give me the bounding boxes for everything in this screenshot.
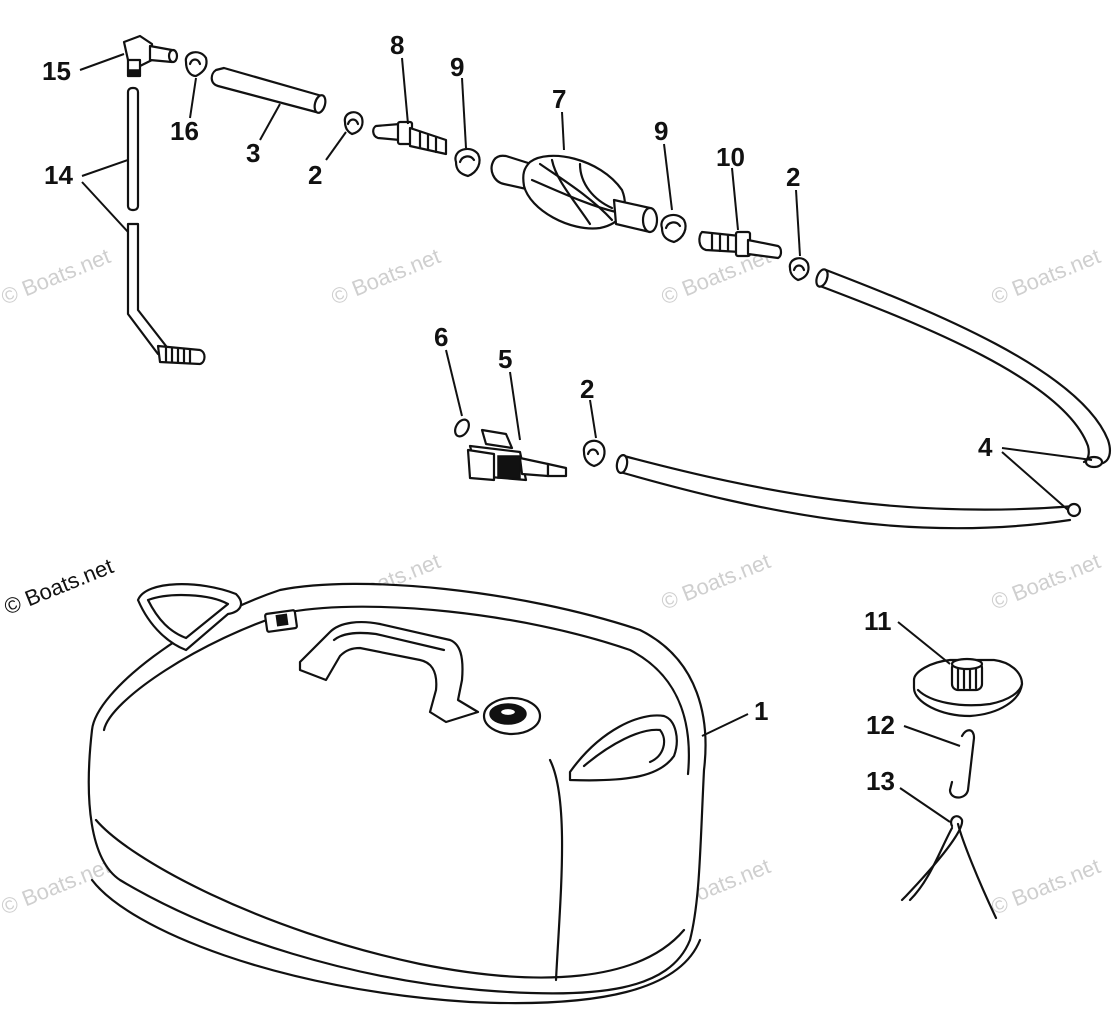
part-2-clamp (788, 257, 810, 282)
callout-3: 3 (246, 138, 260, 168)
part-9-clamp (454, 147, 481, 178)
callout-numbers: 15 16 14 3 2 8 9 7 9 10 2 6 5 2 4 11 1 1… (42, 30, 993, 796)
callout-1: 1 (754, 696, 768, 726)
corner-watermark: © Boats.net (1, 553, 117, 619)
callout-8: 8 (390, 30, 404, 60)
callout-4: 4 (978, 432, 993, 462)
callout-16: 16 (170, 116, 199, 146)
callout-15: 15 (42, 56, 71, 86)
part-13-retainer (900, 815, 998, 920)
part-15-elbow-fitting (122, 34, 179, 78)
watermark: © Boats.net (658, 548, 774, 614)
part-7-primer-bulb (490, 154, 659, 234)
callout-13: 13 (866, 766, 895, 796)
part-4-fuel-hose (615, 268, 1111, 530)
watermark: © Boats.net (988, 548, 1104, 614)
watermark: © Boats.net (988, 853, 1104, 919)
part-11-filler-cap (912, 657, 1024, 718)
callout-5: 5 (498, 344, 512, 374)
part-12-hook (948, 729, 976, 799)
part-10-fitting (698, 230, 783, 260)
callout-2: 2 (786, 162, 800, 192)
watermark: © Boats.net (988, 243, 1104, 309)
part-2-clamp (343, 111, 364, 136)
part-14-pickup-tube (126, 86, 206, 366)
leader-lines (79, 53, 1093, 823)
part-8-fitting (372, 120, 448, 156)
callout-2: 2 (580, 374, 594, 404)
watermark: © Boats.net (0, 243, 114, 309)
part-9-clamp (660, 213, 687, 244)
part-1-fuel-tank (87, 582, 707, 1005)
part-16-clamp (184, 51, 208, 78)
callout-11: 11 (864, 606, 892, 636)
callout-10: 10 (716, 142, 745, 172)
callout-9: 9 (450, 52, 464, 82)
callout-7: 7 (552, 84, 566, 114)
callout-6: 6 (434, 322, 448, 352)
callout-14: 14 (44, 160, 73, 190)
callout-9: 9 (654, 116, 668, 146)
part-6-o-ring (454, 418, 470, 438)
callout-12: 12 (866, 710, 895, 740)
watermark: © Boats.net (328, 243, 444, 309)
part-2-clamp (582, 439, 606, 468)
part-3-hose (210, 66, 327, 114)
part-5-connector (466, 428, 568, 482)
callout-2: 2 (308, 160, 322, 190)
